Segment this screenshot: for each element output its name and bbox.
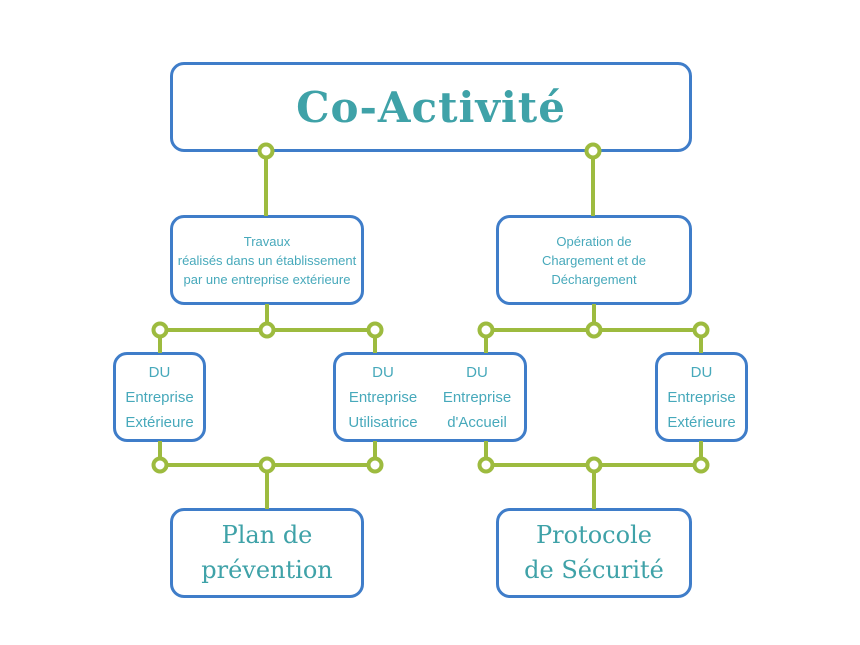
box-travaux-entreprise-exterieure: Travaux réalisés dans un établissement p… [170, 215, 364, 305]
box-du-entreprise-exterieure-right: DU Entreprise Extérieure [655, 352, 748, 442]
diagram-title: Co-Activité [296, 82, 566, 132]
protocole-securite-label: Protocole de Sécurité [524, 521, 664, 584]
du-utilisatrice-label: DU Entreprise Utilisatrice [348, 363, 418, 431]
box-du-entreprise-exterieure-left: DU Entreprise Extérieure [113, 352, 206, 442]
box-plan-prevention: Plan de prévention [170, 508, 364, 598]
box-protocole-securite: Protocole de Sécurité [496, 508, 692, 598]
du-exterieure-left-label: DU Entreprise Extérieure [125, 363, 194, 431]
du-accueil-column: DU Entreprise d'Accueil [430, 360, 524, 435]
title-box: Co-Activité [170, 62, 692, 152]
du-exterieure-right-label: DU Entreprise Extérieure [667, 363, 736, 431]
travaux-label: Travaux réalisés dans un établissement p… [177, 233, 357, 287]
box-operation-chargement-dechargement: Opération de Chargement et de Déchargeme… [496, 215, 692, 305]
box-du-utilisatrice-accueil: DU Entreprise Utilisatrice DU Entreprise… [333, 352, 527, 442]
du-utilisatrice-column: DU Entreprise Utilisatrice [336, 360, 430, 435]
plan-prevention-label: Plan de prévention [201, 521, 333, 584]
du-accueil-label: DU Entreprise d'Accueil [442, 363, 512, 431]
operation-label: Opération de Chargement et de Déchargeme… [541, 233, 647, 287]
